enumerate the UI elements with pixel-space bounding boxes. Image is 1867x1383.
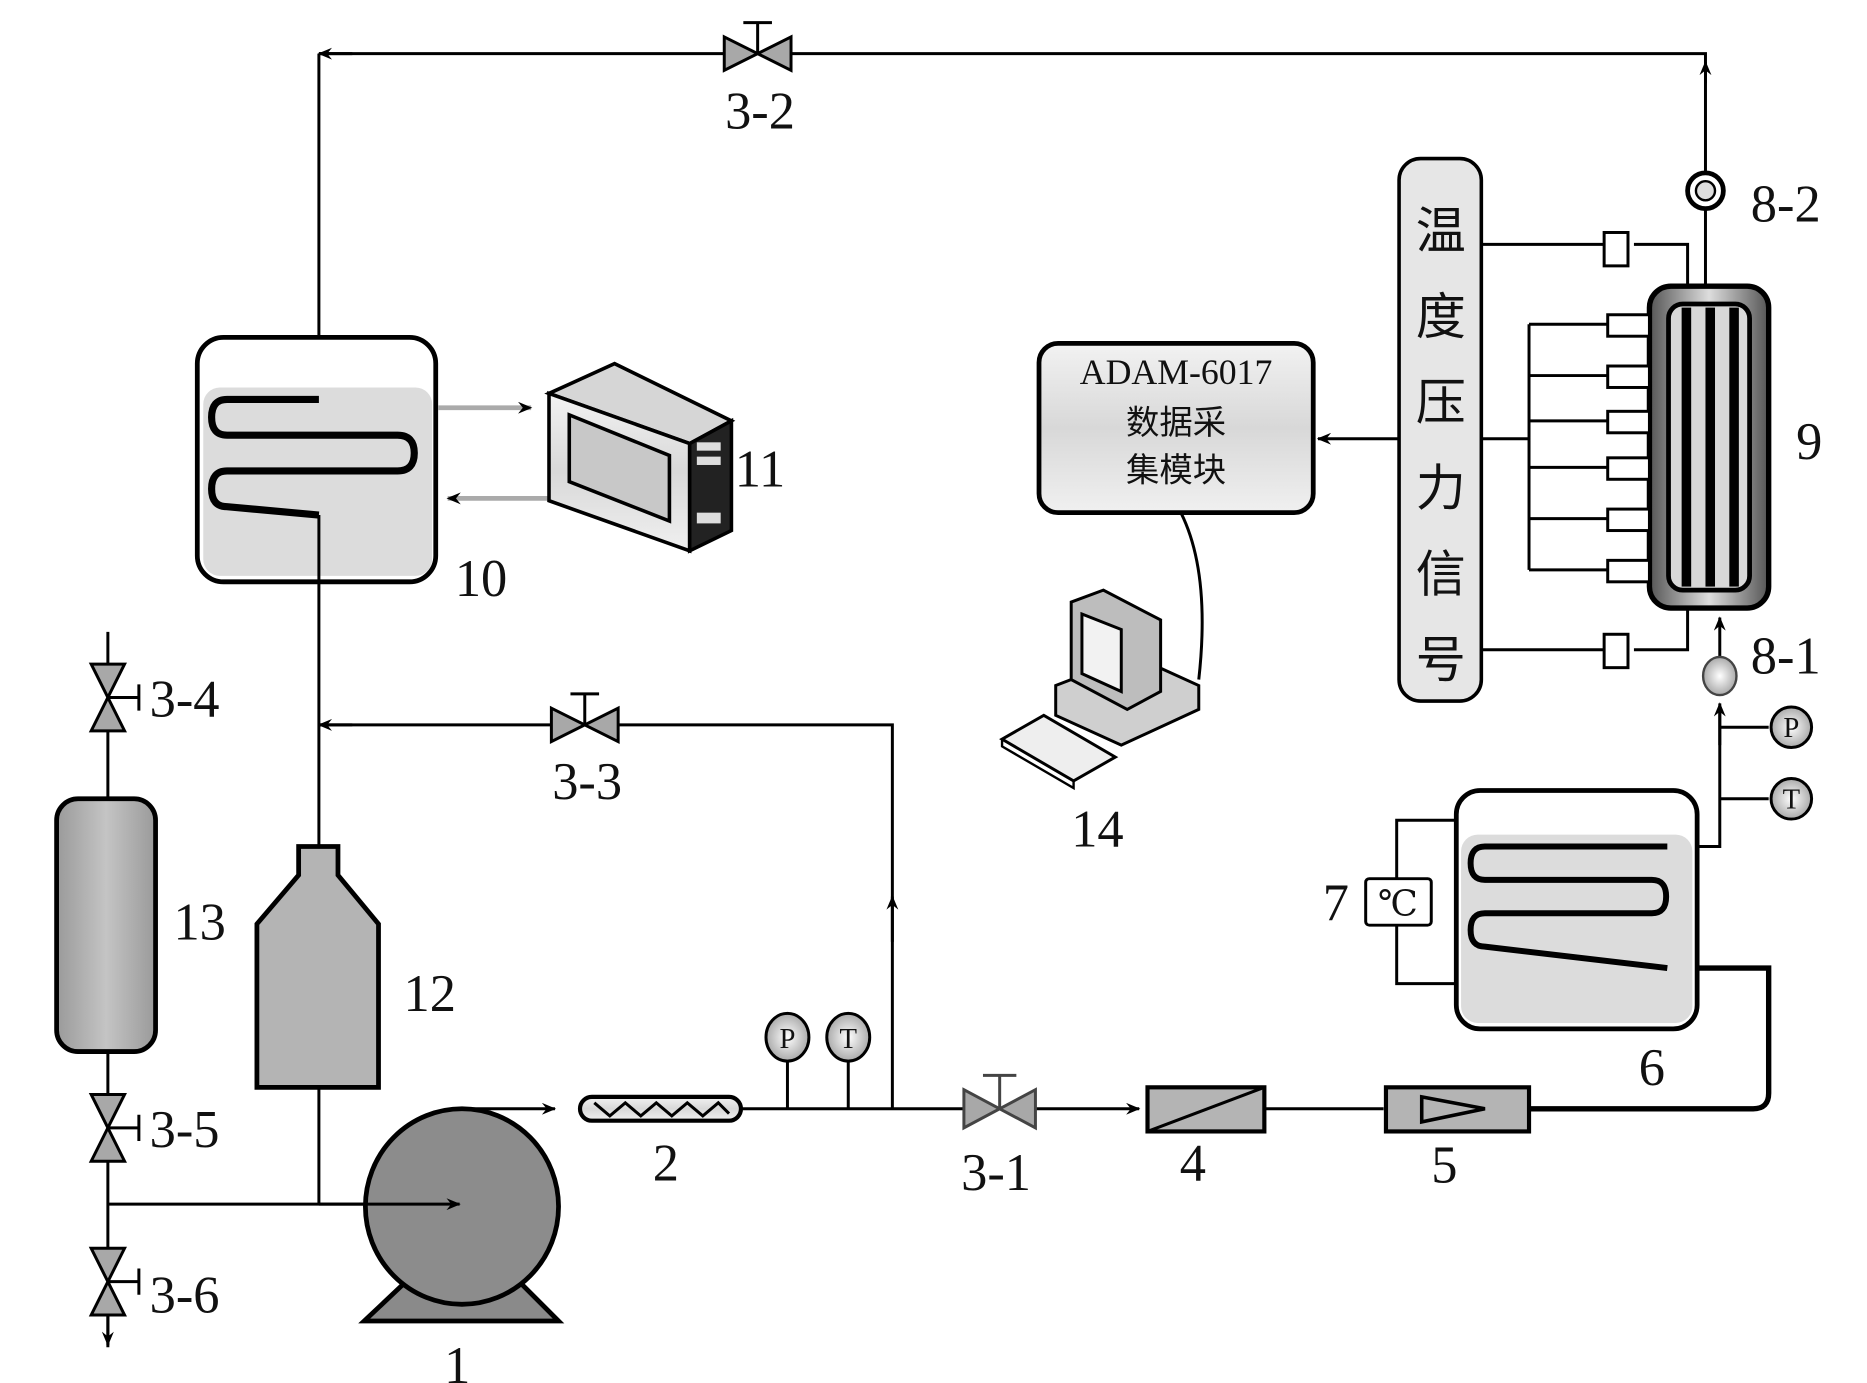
sight-glass-8-2: [1685, 170, 1726, 212]
pressure-gauge-main: P: [764, 1011, 811, 1063]
label-9: 9: [1796, 413, 1822, 471]
label-3-2: 3-2: [725, 83, 795, 141]
label-8-2: 8-2: [1751, 176, 1821, 234]
sensor-wiring: [1481, 230, 1651, 670]
label-5: 5: [1431, 1137, 1457, 1195]
gauge-label-t: T: [1783, 784, 1800, 815]
label-6: 6: [1639, 1039, 1665, 1097]
label-1: 1: [444, 1337, 470, 1383]
sight-glass-8-1: [1701, 655, 1738, 697]
label-3-1: 3-1: [961, 1144, 1031, 1202]
signal-box: 温 度 压 力 信 号: [1397, 156, 1484, 703]
label-2: 2: [653, 1134, 679, 1192]
component-labels: 1 2 3-1 3-2 3-3 3-4 3-5 3-6 4 5 6 7 8-1 …: [150, 83, 1823, 1383]
gauge-label-p: P: [1783, 713, 1799, 744]
label-7: 7: [1323, 874, 1349, 932]
chiller-11[interactable]: [544, 361, 736, 554]
temperature-controller-7[interactable]: ℃: [1364, 818, 1457, 986]
daq-cable: [1179, 511, 1204, 680]
label-12: 12: [404, 965, 456, 1023]
signal-char: 压: [1416, 374, 1466, 432]
label-13: 13: [173, 893, 225, 951]
gauge-label-t: T: [840, 1024, 857, 1055]
label-3-4: 3-4: [150, 671, 220, 729]
flowmeter-4[interactable]: [1145, 1085, 1267, 1134]
signal-char: 度: [1416, 288, 1466, 346]
signal-char: 信: [1416, 545, 1466, 603]
signal-char: 温: [1416, 202, 1466, 260]
pressure-gauge-inlet: P: [1769, 705, 1814, 750]
valve-3-3[interactable]: [549, 692, 620, 744]
signal-char: 力: [1416, 460, 1466, 518]
valve-3-1[interactable]: [962, 1073, 1037, 1131]
bath-heat-exchanger-6[interactable]: [1453, 788, 1700, 1032]
label-10: 10: [455, 550, 507, 608]
gauge-label-p: P: [779, 1024, 795, 1055]
celsius-icon: ℃: [1378, 884, 1418, 924]
computer-14[interactable]: [999, 588, 1201, 791]
temperature-gauge-inlet: T: [1769, 777, 1814, 821]
coolant-arrows: [438, 401, 550, 505]
valve-3-5[interactable]: [88, 1092, 141, 1163]
label-11: 11: [735, 440, 786, 498]
pump-1[interactable]: [318, 1106, 565, 1324]
flowmeter-5[interactable]: [1383, 1085, 1532, 1134]
valve-3-4[interactable]: [88, 662, 141, 733]
tank-13[interactable]: [54, 796, 158, 1054]
label-4: 4: [1180, 1134, 1206, 1192]
label-14: 14: [1071, 800, 1123, 858]
daq-label-2: 集模块: [1126, 451, 1226, 490]
reservoir-12[interactable]: [254, 844, 381, 1090]
condenser-10[interactable]: [194, 335, 439, 585]
label-8-1: 8-1: [1751, 628, 1821, 686]
signal-char: 号: [1416, 631, 1466, 689]
daq-model: ADAM-6017: [1080, 352, 1273, 392]
label-3-6: 3-6: [150, 1267, 220, 1325]
daq-module[interactable]: ADAM-6017 数据采 集模块: [1036, 340, 1316, 516]
test-section-9[interactable]: [1633, 242, 1772, 652]
piping: [101, 47, 1772, 1348]
daq-label-1: 数据采: [1126, 403, 1226, 442]
valve-3-6[interactable]: [88, 1246, 141, 1317]
label-3-5: 3-5: [150, 1101, 220, 1159]
label-3-3: 3-3: [552, 753, 622, 811]
valve-3-2[interactable]: [722, 21, 793, 73]
filter-2[interactable]: [577, 1094, 744, 1123]
temperature-gauge-main: T: [825, 1011, 872, 1063]
